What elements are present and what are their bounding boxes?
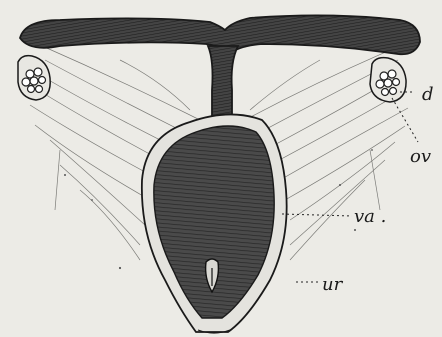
right-ovary	[370, 58, 406, 102]
leader-lines	[282, 92, 418, 282]
tube-stem	[208, 46, 238, 119]
label-va: va .	[354, 206, 386, 227]
label-ov: ov	[410, 146, 431, 167]
label-ur: ur	[322, 274, 344, 295]
label-d: d	[422, 84, 434, 105]
left-ovary	[18, 56, 50, 100]
